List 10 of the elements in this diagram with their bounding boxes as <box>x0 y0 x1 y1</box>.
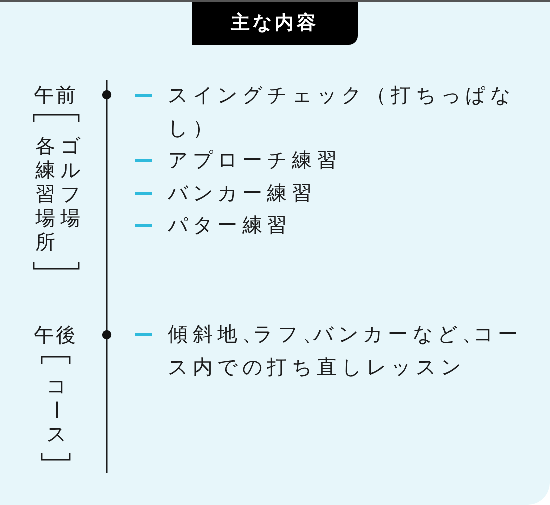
location-label: ゴルフ場各練習場所 <box>34 134 82 254</box>
time-label: 午後 <box>34 323 78 347</box>
activity-item: スイングチェック（打ちっぱなし） <box>168 82 516 142</box>
activity-item: パター練習 <box>168 212 293 239</box>
time-label: 午前 <box>34 83 78 107</box>
activity-item: アプローチ練習 <box>168 147 343 174</box>
activity-item: 傾斜地、ラフ、バンカーなど、コース内での打ち直しレッスン <box>168 321 524 380</box>
location-label: コース <box>44 374 69 446</box>
heading-tab: 主な内容 <box>192 2 358 45</box>
activity-item: バンカー練習 <box>168 180 318 206</box>
